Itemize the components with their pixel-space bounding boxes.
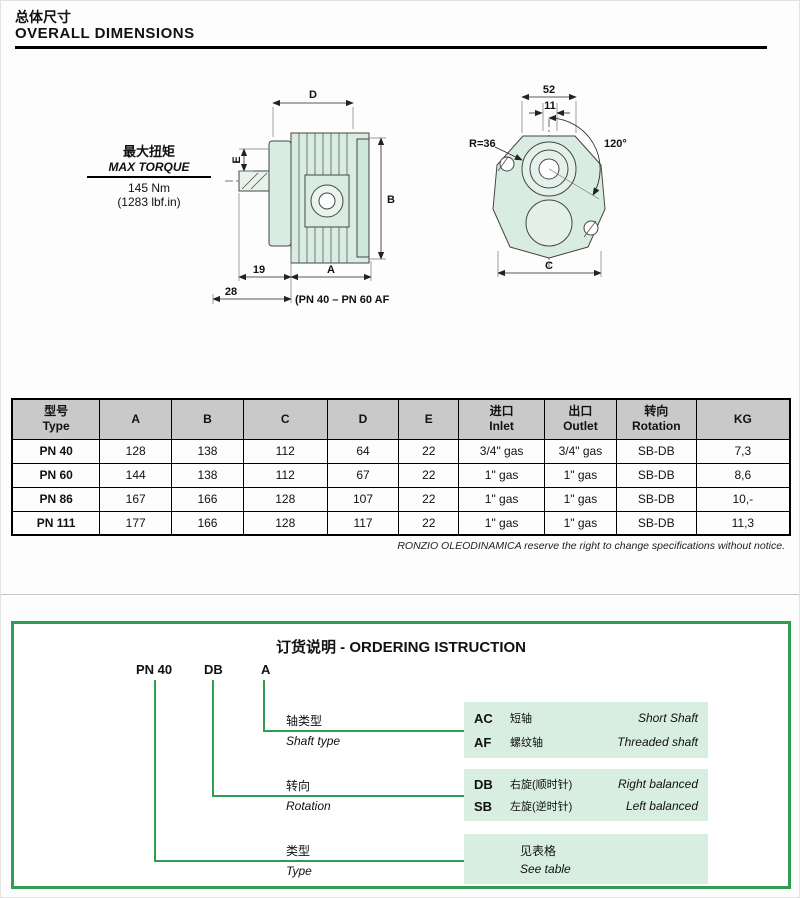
connector-shaft-horizontal [263,730,464,732]
connector-rotation-horizontal [212,795,464,797]
table-header-row: 型号 Type A B C D E 进口 Inlet 出口 Outlet 转向 [11,398,791,440]
cell-type: PN 86 [11,486,101,512]
option-cn: 左旋(逆时针) [510,801,573,813]
max-torque-cn: 最大扭矩 [122,144,175,159]
dim-label-a: A [327,264,335,276]
dim-label-52: 52 [543,84,555,96]
option-en: Threaded shaft [617,735,698,749]
cell-type: PN 60 [11,462,101,488]
code-part-type: PN 40 [136,662,173,677]
col-header-outlet: 出口 Outlet [543,398,617,440]
table-row: PN 86 167 166 128 107 22 1" gas 1" gas S… [11,486,791,512]
dim-label-c: C [545,260,553,272]
front-view-drawing [492,119,606,267]
cell-type: PN 111 [11,510,101,536]
type-options-box: 见表格 See table [464,834,708,884]
type-label-en: Type [286,864,312,878]
col-header-kg: KG [695,398,791,440]
code-part-rotation: DB [204,662,223,677]
option-en: Left balanced [625,799,698,813]
section-divider [1,594,799,595]
dim-label-b: B [387,194,395,206]
option-en: Right balanced [617,777,698,791]
col-header-rotation: 转向 Rotation [615,398,697,440]
shaft-type-label-cn: 轴类型 [286,714,323,728]
drawing-caption: (PN 40 – PN 60 AF [295,294,390,306]
col-header-type: 型号 Type [11,398,101,440]
col-header-inlet: 进口 Inlet [458,398,545,440]
dim-label-120deg: 120° [604,138,627,150]
option-cn: 短轴 [510,713,532,725]
rotation-options-box: DB 右旋(顺时针) Right balanced SB 左旋(逆时针) Lef… [464,769,708,821]
page-title-cn: 总体尺寸 [15,9,71,25]
technical-drawings: D E B A 19 28 (PN 40 – PN 60 AF [212,84,627,306]
max-torque-alt: (1283 lbf.in) [117,195,181,209]
max-torque-en: MAX TORQUE [87,160,211,178]
connector-shaft-vertical [263,680,265,730]
option-code: AF [474,734,492,750]
max-torque-block: 最大扭矩 MAX TORQUE 145 Nm (1283 lbf.in) [87,141,211,209]
col-header-d: D [326,398,400,440]
see-table-cn: 见表格 [520,844,557,858]
table-row: PN 40 128 138 112 64 22 3/4" gas 3/4" ga… [11,438,791,464]
option-row: DB 右旋(顺时针) Right balanced [474,773,698,795]
col-header-b: B [171,398,244,440]
table-row: PN 111 177 166 128 117 22 1" gas 1" gas … [11,510,791,536]
page-title-en: OVERALL DIMENSIONS [15,25,195,42]
col-header-e: E [398,398,460,440]
type-label-cn: 类型 [286,844,311,858]
option-cn: 螺纹轴 [510,737,543,749]
table-row: PN 60 144 138 112 67 22 1" gas 1" gas SB… [11,462,791,488]
option-cn: 右旋(顺时针) [510,779,573,791]
cell-type: PN 40 [11,438,101,464]
side-view-drawing [225,132,370,264]
see-table-en: See table [520,862,571,876]
shaft-type-options-box: AC 短轴 Short Shaft AF 螺纹轴 Threaded shaft [464,702,708,758]
option-code: DB [474,776,493,792]
header-rule [15,46,767,49]
dim-label-19: 19 [253,264,265,276]
option-row: SB 左旋(逆时针) Left balanced [474,795,698,817]
disclaimer-note: RONZIO OLEODINAMICA reserve the right to… [397,540,785,552]
option-en: Short Shaft [637,711,698,725]
dimensions-table: 型号 Type A B C D E 进口 Inlet 出口 Outlet 转向 [11,398,791,536]
connector-rotation-vertical [212,680,214,795]
rotation-label-en: Rotation [286,799,331,813]
shaft-type-label-en: Shaft type [286,734,341,748]
col-header-a: A [99,398,173,440]
option-code: AC [474,710,493,726]
connector-type-horizontal [154,860,464,862]
ordering-title: 订货说明 - ORDERING ISTRUCTION [276,639,526,656]
front-view-dimensions [494,93,602,277]
dim-label-28: 28 [225,286,237,298]
dim-label-e: E [231,156,243,163]
col-header-c: C [242,398,328,440]
option-code: SB [474,798,493,814]
dim-label-d: D [309,89,317,101]
option-row: AC 短轴 Short Shaft [474,706,698,730]
ordering-instruction-box: 订货说明 - ORDERING ISTRUCTION PN 40 DB A 轴类… [11,621,791,889]
connector-type-vertical [154,680,156,860]
side-view-dimensions [212,99,386,304]
code-part-shaft: A [261,662,271,677]
dim-label-11: 11 [544,100,556,112]
rotation-label-cn: 转向 [286,779,311,793]
max-torque-value: 145 Nm [127,181,171,195]
dim-label-r36: R=36 [469,138,496,150]
option-row: AF 螺纹轴 Threaded shaft [474,730,698,754]
